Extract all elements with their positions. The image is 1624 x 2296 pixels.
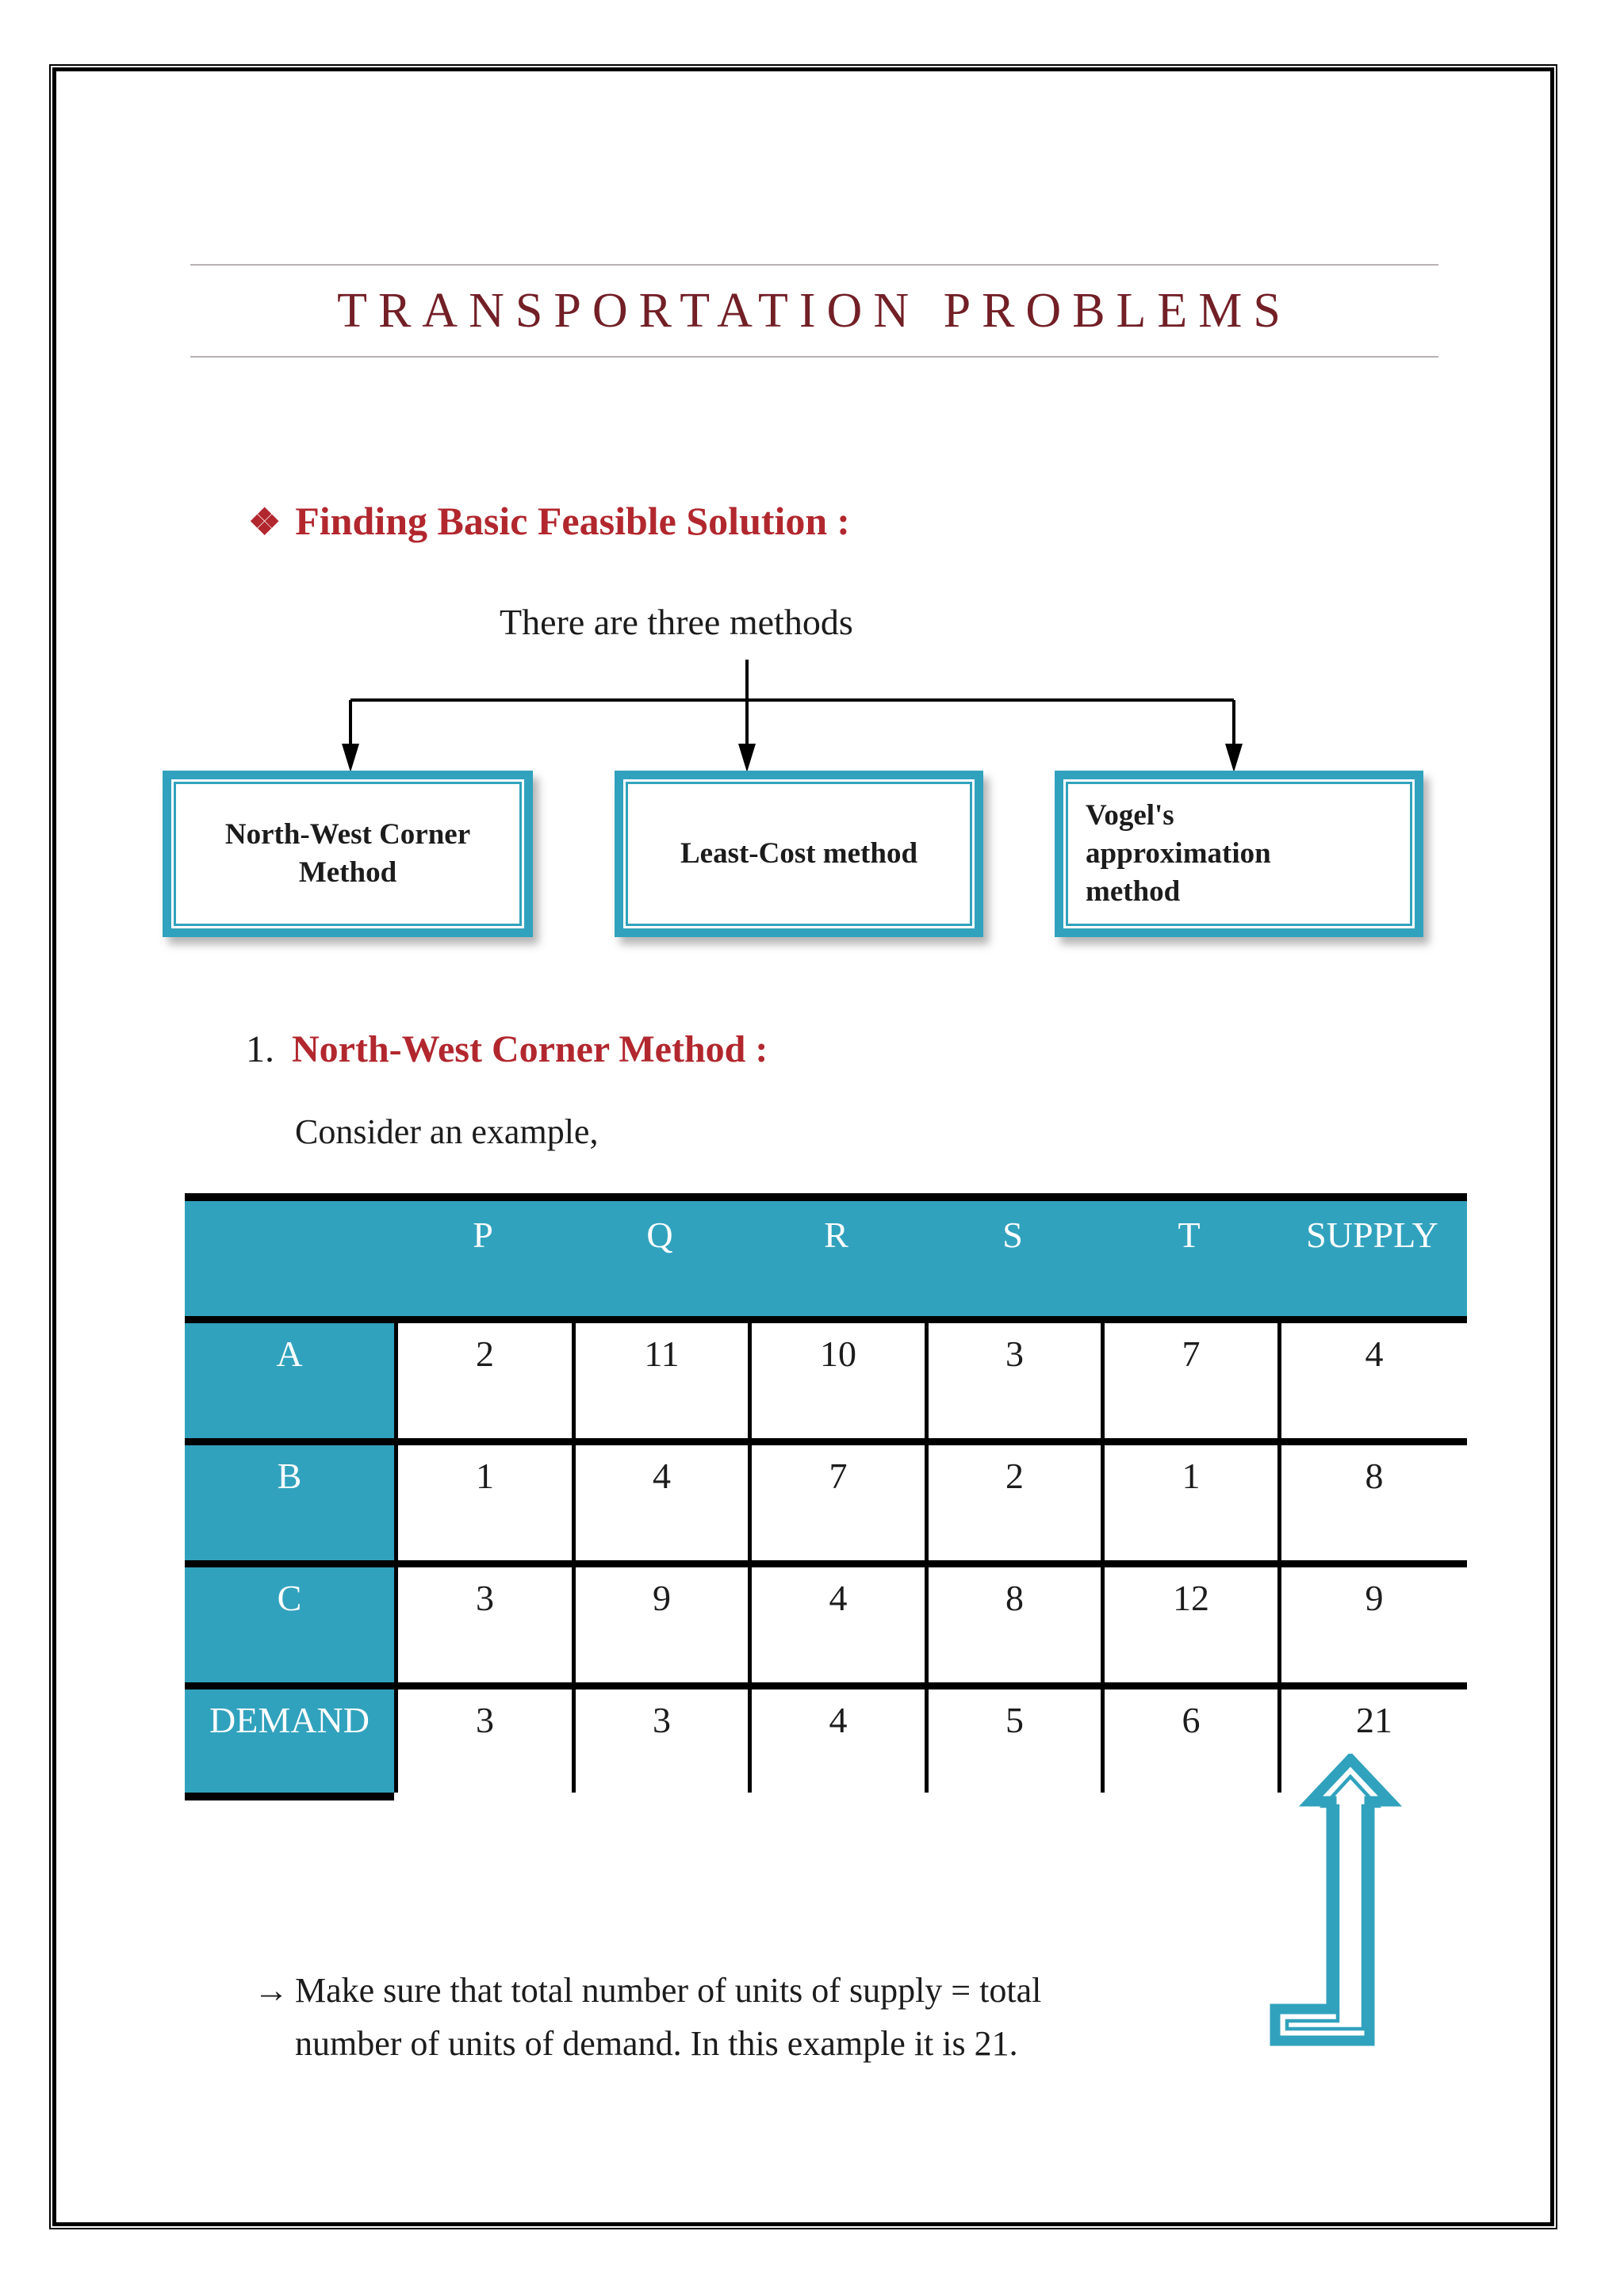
table-row-A: A 2 11 10 3 7 4 — [185, 1323, 1467, 1445]
header-cell-empty — [185, 1201, 394, 1316]
header-cell-P: P — [473, 1215, 493, 1255]
method-box-north-west-corner: North-West Corner Method — [163, 771, 533, 937]
table-cell: 3 — [394, 1567, 572, 1682]
row-label-cell: B — [185, 1445, 394, 1560]
transportation-table: P Q R S T SUPPLY A 2 11 10 3 7 4 B 1 4 7… — [185, 1193, 1467, 1793]
table-cell: 21 — [1277, 1689, 1467, 1793]
intro-text: There are three methods — [500, 602, 853, 642]
table-row-C: C 3 9 4 8 12 9 — [185, 1567, 1467, 1689]
supply-total-bent-up-arrow-icon — [1270, 1754, 1403, 2046]
heading-bfs-colon: : — [837, 499, 850, 543]
row-label-cell: C — [185, 1567, 394, 1682]
flowchart-connectors — [342, 660, 1243, 772]
method-box-label: Vogel's approximation method — [1086, 798, 1271, 909]
method-box-least-cost: Least-Cost method — [615, 771, 983, 937]
heading-nwc-text: North-West Corner Method — [292, 1028, 746, 1070]
method-box-label: North-West Corner Method — [224, 817, 471, 889]
right-arrow-icon: → — [254, 1971, 289, 2010]
method-box-label: Least-Cost method — [680, 836, 918, 870]
heading-bfs-text: Finding Basic Feasible Solution — [295, 499, 828, 543]
table-cell: 6 — [1101, 1689, 1277, 1793]
table-cell: 4 — [748, 1689, 925, 1793]
table-header-row: P Q R S T SUPPLY — [185, 1201, 1467, 1323]
table-cell: 11 — [572, 1323, 748, 1438]
table-cell: 4 — [572, 1445, 748, 1560]
table-cell: 10 — [748, 1323, 925, 1438]
table-cell: 4 — [748, 1567, 925, 1682]
row-label-cell: DEMAND — [185, 1689, 394, 1793]
table-cell: 1 — [1101, 1445, 1277, 1560]
table-cell: 2 — [394, 1323, 572, 1438]
table-cell: 2 — [925, 1445, 1101, 1560]
arrowhead-right-icon — [1225, 744, 1243, 772]
table-cell: 9 — [572, 1567, 748, 1682]
table-cell: 3 — [925, 1323, 1101, 1438]
header-cell-Q: Q — [646, 1215, 673, 1255]
row-label-cell: A — [185, 1323, 394, 1438]
page-border-frame-inner — [52, 67, 1554, 2226]
header-cell-S: S — [1002, 1215, 1023, 1255]
heading-nwc-colon: : — [755, 1028, 768, 1070]
table-cell: 7 — [1101, 1323, 1277, 1438]
table-cell: 5 — [925, 1689, 1101, 1793]
table-cell: 7 — [748, 1445, 925, 1560]
header-cell-T: T — [1178, 1215, 1201, 1255]
page-border-frame — [49, 64, 1557, 2229]
table-row-DEMAND: DEMAND 3 3 4 5 6 21 — [185, 1689, 1467, 1793]
supply-demand-note: →Make sure that total number of units of… — [254, 1965, 1310, 2071]
table-cell: 4 — [1277, 1323, 1467, 1438]
heading-north-west-corner-method: 1. North-West Corner Method: — [246, 1027, 768, 1071]
note-line-1: Make sure that total number of units of … — [295, 1971, 1042, 2010]
heading-finding-basic-feasible-solution: ❖ Finding Basic Feasible Solution: — [248, 498, 850, 544]
arrowhead-center-icon — [738, 744, 756, 772]
bent-arrow-inner-line — [1285, 1774, 1382, 2031]
note-line-2: number of units of demand. In this examp… — [295, 2023, 1018, 2063]
table-cell: 1 — [394, 1445, 572, 1560]
table-cell: 3 — [394, 1689, 572, 1793]
list-number: 1. — [246, 1028, 274, 1070]
header-cell-R: R — [824, 1215, 848, 1255]
arrowhead-left-icon — [342, 744, 359, 772]
table-row-B: B 1 4 7 2 1 8 — [185, 1445, 1467, 1567]
method-box-vogels-approximation: Vogel's approximation method — [1055, 771, 1423, 937]
table-cell: 8 — [925, 1567, 1101, 1682]
table-cell: 3 — [572, 1689, 748, 1793]
page-title: TRANSPORTATION PROBLEMS — [337, 283, 1292, 338]
header-cell-SUPPLY: SUPPLY — [1306, 1215, 1438, 1255]
table-cell: 12 — [1101, 1567, 1277, 1682]
table-cell: 8 — [1277, 1445, 1467, 1560]
table-cell: 9 — [1277, 1567, 1467, 1682]
example-lead-text: Consider an example, — [295, 1112, 599, 1151]
diamond-bullet-icon: ❖ — [248, 502, 282, 542]
title-band: TRANSPORTATION PROBLEMS — [190, 264, 1438, 358]
